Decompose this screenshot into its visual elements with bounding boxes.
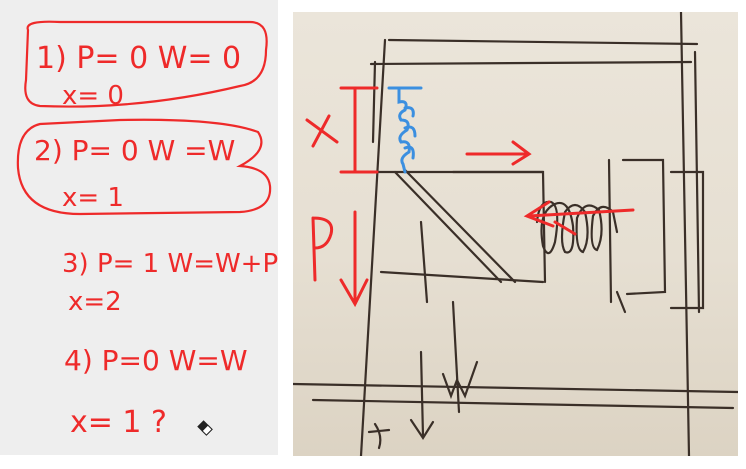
state-2-line2: x= 1: [62, 183, 124, 213]
state-1-circle: [24, 20, 268, 108]
notes-canvas: 1) P= 0 W= 0 x= 0 2) P= 0 W =W x= 1 3) P…: [16, 20, 278, 440]
notes-panel: 1) P= 0 W= 0 x= 0 2) P= 0 W =W x= 1 3) P…: [0, 0, 278, 455]
sketch-ink-lines: [293, 12, 738, 456]
state-2-line1: 2) P= 0 W =W: [34, 134, 235, 167]
sketch-photo: x P W: [293, 12, 738, 456]
label-w: W: [443, 395, 444, 397]
eraser-cursor-icon: [197, 420, 213, 436]
state-4-line1: 4) P=0 W=W: [64, 344, 248, 377]
state-1-line2: x= 0: [62, 81, 124, 111]
label-x: x: [307, 143, 308, 145]
red-annotations: [305, 86, 635, 308]
blue-spring: [387, 86, 423, 174]
state-1-line1: 1) P= 0 W= 0: [36, 41, 241, 76]
mechanism-sketch: x P W: [293, 12, 738, 456]
state-4-line2: x= 1 ?: [70, 405, 167, 440]
state-2-circle: [16, 118, 272, 216]
state-3-line1: 3) P= 1 W=W+P: [62, 249, 278, 279]
state-3-line2: x=2: [68, 287, 122, 317]
